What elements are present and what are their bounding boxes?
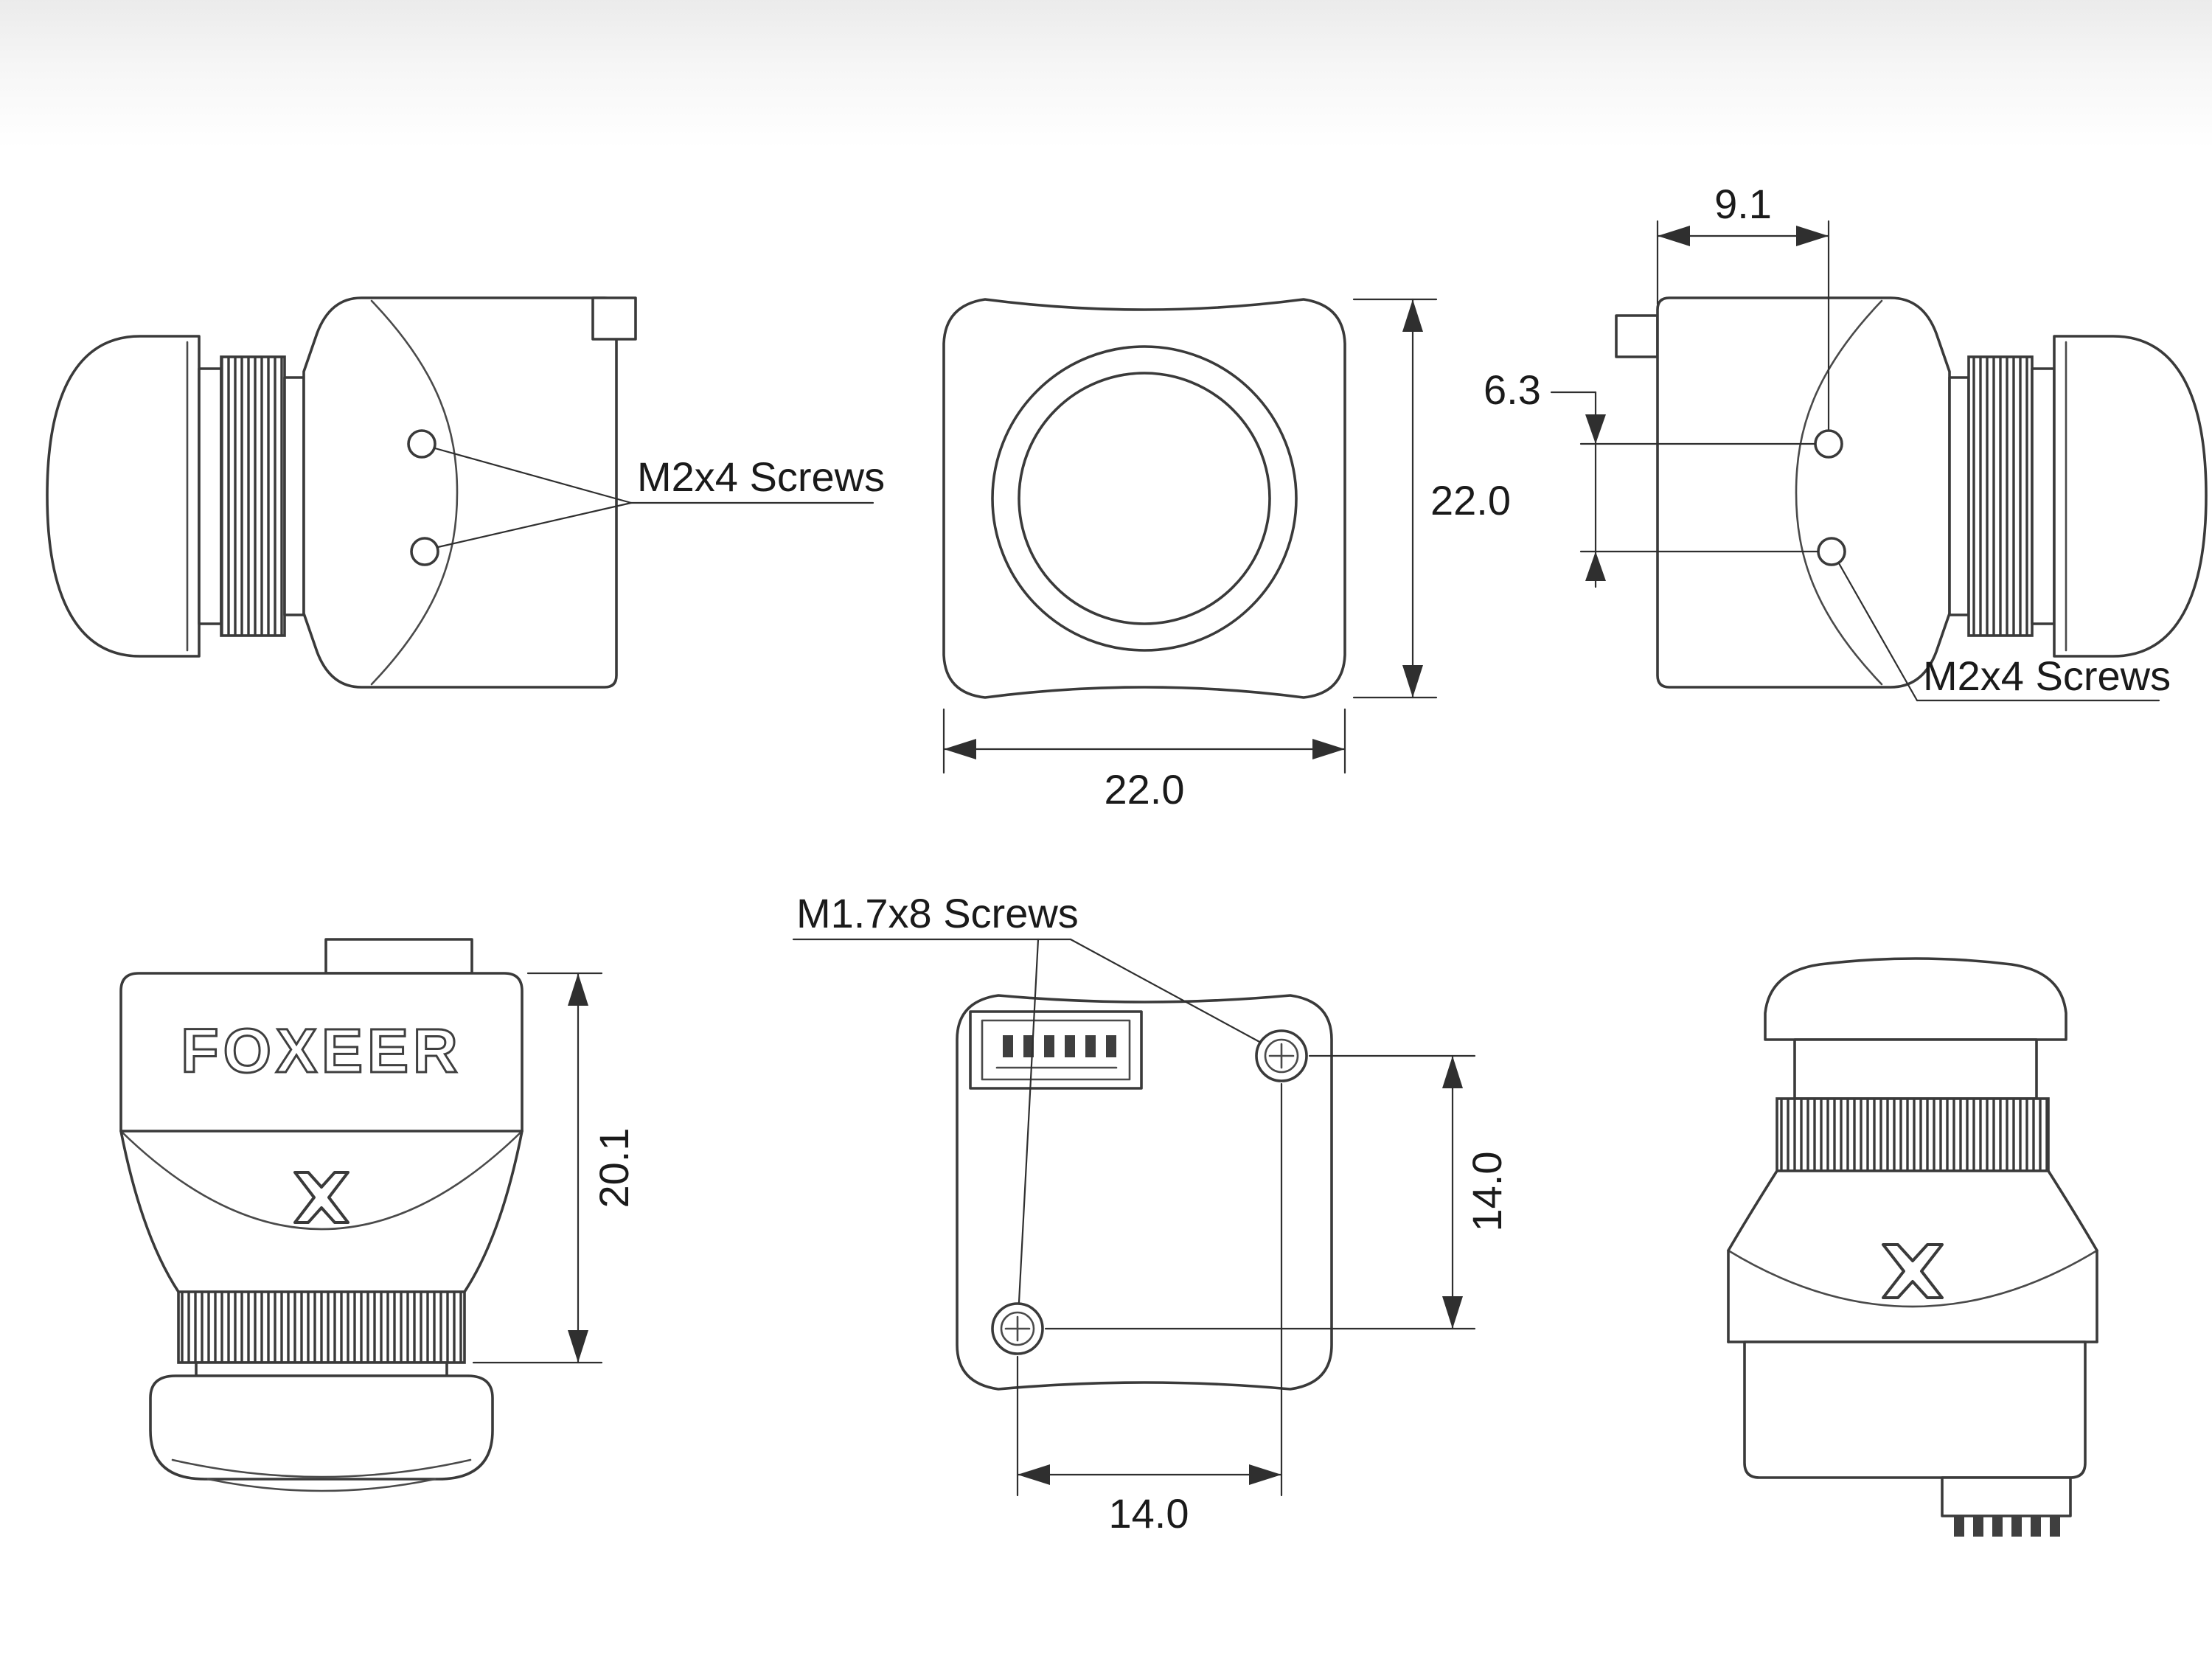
lens-cap	[149, 1374, 494, 1481]
screw-top-right	[1255, 1029, 1308, 1082]
background-gradient	[0, 0, 2212, 147]
connector-pins	[995, 1035, 1118, 1069]
lens-cap	[1764, 957, 2067, 1041]
connector-inner	[981, 1019, 1131, 1081]
screw-hole-top	[407, 429, 437, 459]
dimension-screws-horizontal: 14.0	[1016, 1082, 1283, 1537]
screw-label: M1.7x8 Screws	[796, 890, 1079, 936]
body-collar-curve	[1727, 1249, 2098, 1308]
view-side-left: M2x4 Screws	[46, 296, 885, 689]
connector-housing	[1941, 1476, 2072, 1517]
screw-label-leaders	[434, 447, 874, 549]
body-shoulder-left	[119, 1130, 180, 1293]
dimension-back-to-holes: 9.1	[1656, 181, 1830, 431]
lens-cap-inner-arc	[171, 1458, 472, 1478]
screw-label: M2x4 Screws	[637, 453, 885, 500]
brand-logo-text: FOXEER	[181, 1016, 462, 1085]
screw-hole-top	[1814, 429, 1843, 459]
dim-width-text: 22.0	[1105, 766, 1185, 813]
lens-step-ring	[198, 367, 223, 625]
lens-cap	[46, 335, 201, 658]
dimension-height: 22.0	[1352, 298, 1511, 699]
dimension-width: 22.0	[942, 708, 1346, 813]
dim-height-text: 22.0	[1430, 477, 1511, 524]
screw-hole-bottom	[410, 537, 439, 566]
camera-body	[302, 296, 618, 689]
dimension-screws-vertical: 14.0	[1044, 1054, 1510, 1330]
body-front-contour	[1795, 299, 1883, 686]
screw-bottom-left	[991, 1302, 1044, 1355]
body-lower-box	[1743, 1340, 2087, 1479]
lens-glass-circle	[1018, 372, 1271, 625]
lens-mount-step	[283, 376, 305, 616]
mounting-tab	[591, 296, 637, 341]
body-flare-left	[1727, 1169, 1778, 1252]
dimension-body-height: 20.1	[472, 972, 637, 1364]
camera-body	[1656, 296, 1951, 689]
connector-pins	[1954, 1516, 2060, 1537]
dim-back-to-holes-text: 9.1	[1714, 181, 1772, 227]
back-face	[956, 994, 1333, 1391]
view-side-right: 9.1 6.3 M2x4 Screws	[1484, 181, 2208, 702]
dimension-hole-spacing: 6.3	[1484, 366, 1820, 588]
body-flare-right	[2047, 1169, 2098, 1252]
view-front: 22.0 22.0	[942, 298, 1511, 813]
lens-barrel	[1793, 1038, 2038, 1100]
lens-step-ring	[195, 1361, 448, 1377]
view-rear-quarter	[1727, 957, 2098, 1537]
focus-ring-knurl	[177, 1290, 466, 1364]
lens-step-ring	[2031, 367, 2056, 625]
x-logo	[293, 1171, 349, 1224]
focus-ring-knurl	[1775, 1097, 2050, 1172]
mounting-tab	[1615, 314, 1659, 358]
lens-mount-step	[1948, 376, 1970, 616]
dim-hole-spacing-text: 6.3	[1484, 366, 1541, 413]
focus-ring-knurl	[220, 355, 286, 637]
screw-hole-bottom	[1817, 537, 1846, 566]
dim-screws-vertical-text: 14.0	[1464, 1152, 1510, 1232]
body-collar-curve	[119, 1130, 524, 1231]
focus-ring-knurl	[1967, 355, 2034, 637]
mounting-tab	[324, 938, 473, 975]
dim-body-height-text: 20.1	[591, 1128, 637, 1208]
body-shoulder-right	[463, 1130, 524, 1293]
lens-bezel-circle	[991, 345, 1298, 652]
dim-screws-horizontal-text: 14.0	[1109, 1490, 1189, 1537]
view-back: M1.7x8 Screws 14.0 14.0	[792, 890, 1510, 1537]
front-face	[942, 298, 1346, 699]
body-front-contour	[370, 299, 459, 686]
x-logo	[1882, 1243, 1944, 1299]
screw-label-leaders	[1837, 562, 2160, 702]
screw-label-leaders	[792, 938, 1262, 1304]
screw-label: M2x4 Screws	[1923, 653, 2171, 699]
lens-glass-bulge	[206, 1478, 437, 1492]
lens-cap	[2053, 335, 2208, 658]
view-side-brand: FOXEER 20.1	[119, 938, 637, 1492]
